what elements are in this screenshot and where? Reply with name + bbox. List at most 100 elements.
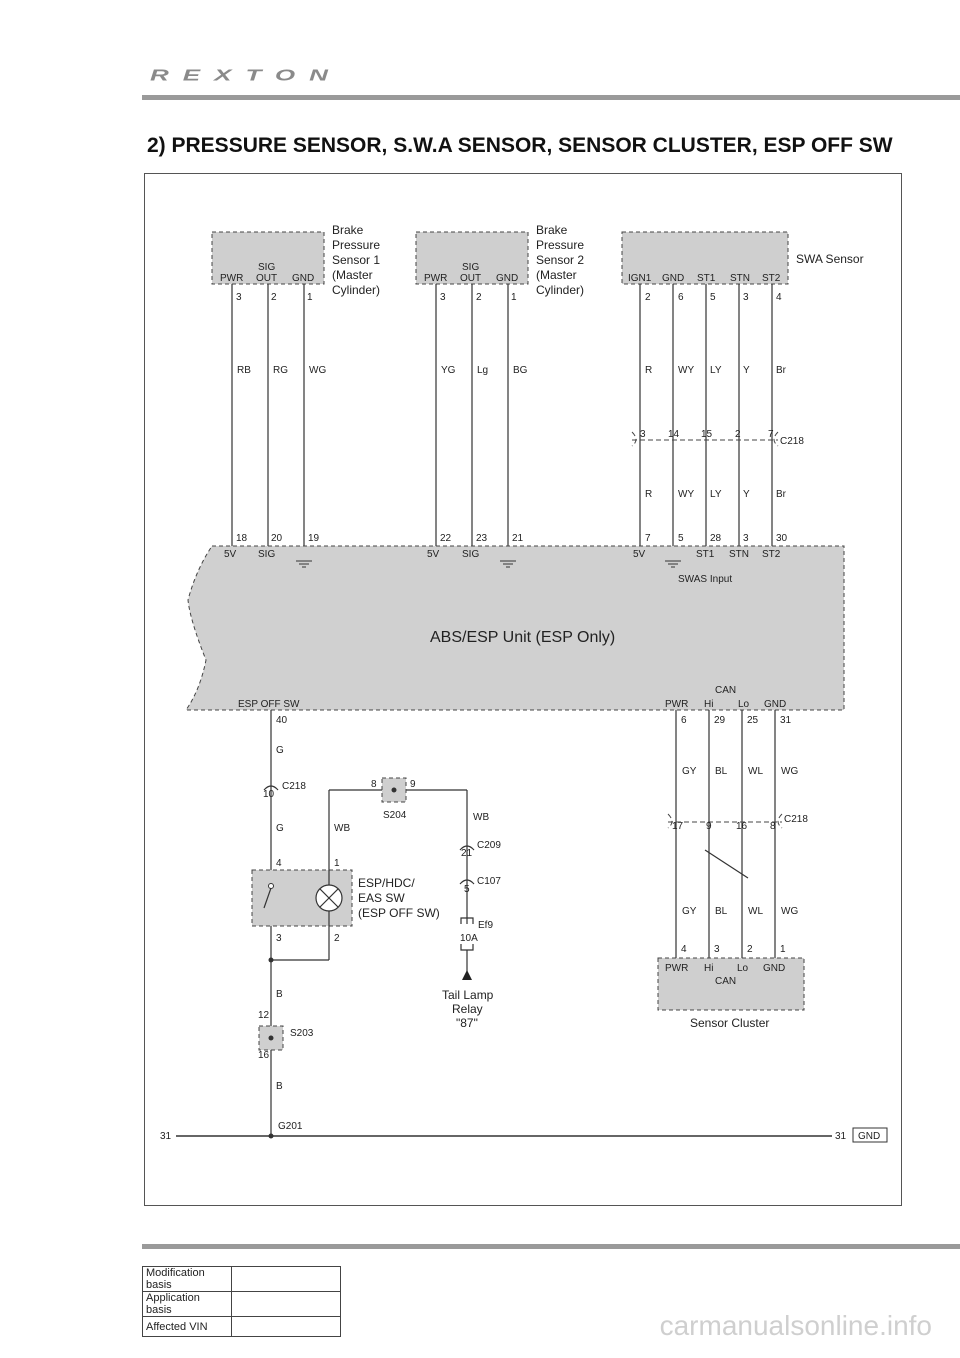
bps2-name-1: Brake [536, 223, 568, 237]
cluster-pin-gnd: GND [763, 963, 785, 974]
page-title: 2) PRESSURE SENSOR, S.W.A SENSOR, SENSOR… [147, 134, 893, 157]
unit-s1-sig: SIG [258, 549, 275, 560]
bps2-pinnum-3: 1 [511, 292, 517, 303]
bps2-pin-gnd: GND [496, 273, 518, 284]
unit-name: ABS/ESP Unit (ESP Only) [430, 629, 615, 646]
swa-pinnum-1: 2 [645, 292, 651, 303]
esp-unit-pin: 40 [276, 715, 288, 726]
unit-swas-input: SWAS Input [678, 574, 732, 585]
ground-symbol-2 [500, 560, 516, 568]
sensor-cluster-body [657, 957, 805, 1011]
row-value [231, 1291, 341, 1317]
c107-pin: 5 [464, 884, 470, 895]
brake-pressure-sensor-2: PWR SIG OUT GND 3 2 1 Brake Pressure Sen… [415, 223, 584, 546]
unit-st2: ST2 [762, 549, 781, 560]
swa-pin-gnd: GND [662, 273, 684, 284]
abs-esp-unit: 5V SIG 5V SIG 5V ST1 STN ST2 SWAS Input … [185, 545, 845, 711]
esp-sw-pin-2: 2 [334, 933, 340, 944]
diagram-frame [144, 173, 902, 1206]
unit-sw-5v: 5V [633, 549, 646, 560]
s204-pin-9: 9 [410, 779, 416, 790]
cluster-unitpin-1: 6 [681, 715, 687, 726]
swa-pin-stn: STN [730, 273, 750, 284]
cluster-pinnum-1: 4 [681, 944, 687, 955]
fuse-icon-top [460, 917, 474, 924]
swa-wire-top-2: WY [678, 365, 694, 376]
bps1-unitpin-2: 20 [271, 533, 283, 544]
cluster-wire-bot-1: GY [682, 906, 697, 917]
swa-conn-pin-2: 14 [668, 429, 680, 440]
cluster-wire-bot-3: WL [748, 906, 763, 917]
unit-can: CAN [715, 685, 736, 696]
bps2-unitpin-2: 23 [476, 533, 488, 544]
swa-body [621, 231, 789, 285]
bps1-name-5: Cylinder) [332, 283, 380, 297]
cluster-connector-bracket [667, 813, 783, 829]
cluster-conn-pin-1: 17 [672, 821, 684, 832]
s203-label: S203 [290, 1028, 314, 1039]
esp-wire-b1: B [276, 989, 283, 1000]
footer-rule [142, 1244, 960, 1249]
esp-off-switch-branch: 40 G 10 C218 G 4 1 3 2 ESP/HDC/ EAS SW (… [251, 710, 501, 1139]
esp-sw-pin-4: 4 [276, 858, 282, 869]
bps1-name-2: Pressure [332, 238, 380, 252]
relay-line-3: "87" [456, 1016, 478, 1030]
cluster-pinnum-3: 2 [747, 944, 753, 955]
swa-unitpin-5: 30 [776, 533, 788, 544]
bps2-pin-sig: SIG [462, 262, 479, 273]
swa-wire-top-4: Y [743, 365, 750, 376]
bps1-pin-out: OUT [256, 273, 277, 284]
cluster-wire-top-1: GY [682, 766, 697, 777]
esp-wire-1: G [276, 745, 284, 756]
cluster-conn-pin-2: 9 [706, 821, 712, 832]
header-rule [142, 95, 960, 100]
gnd-tag: GND [858, 1131, 880, 1142]
esp-wire-wb2: WB [473, 812, 489, 823]
swa-pin-st1: ST1 [697, 273, 716, 284]
swa-pinnum-3: 5 [710, 292, 716, 303]
row-label: Application basis [142, 1291, 232, 1317]
cluster-wire-bot-2: BL [715, 906, 728, 917]
ground-bus-right-num: 31 [835, 1131, 847, 1142]
unit-st1: ST1 [696, 549, 715, 560]
swa-pin-ign1: IGN1 [628, 273, 652, 284]
unit-esp-off-sw: ESP OFF SW [238, 699, 300, 710]
bps1-wire-1: RB [237, 365, 251, 376]
bps2-name-5: Cylinder) [536, 283, 584, 297]
cluster-pinnum-4: 1 [780, 944, 786, 955]
cluster-wire-bot-4: WG [781, 906, 798, 917]
modification-table: Modification basis Application basis Aff… [142, 1266, 341, 1337]
swa-wire-bot-4: Y [743, 489, 750, 500]
ground-symbol-3 [665, 560, 681, 568]
esp-sw-name-3: (ESP OFF SW) [358, 906, 440, 920]
brand-logo: REXTON [150, 66, 342, 84]
ground-bus-left-num: 31 [160, 1131, 172, 1142]
bps2-wire-2: Lg [477, 365, 488, 376]
swa-wire-bot-5: Br [776, 489, 787, 500]
swa-wire-bot-2: WY [678, 489, 694, 500]
swa-unitpin-2: 5 [678, 533, 684, 544]
bps1-pin-sig: SIG [258, 262, 275, 273]
relay-arrow-icon [462, 970, 472, 980]
cluster-conn-pin-3: 16 [736, 821, 748, 832]
esp-wire-2: G [276, 823, 284, 834]
unit-gnd: GND [764, 699, 786, 710]
swa-conn-label: C218 [780, 436, 804, 447]
esp-c218-connector [263, 785, 279, 791]
bps2-body [415, 231, 529, 285]
bps1-pin-gnd: GND [292, 273, 314, 284]
table-row: Application basis [142, 1291, 341, 1317]
c209-label: C209 [477, 840, 501, 851]
swa-pinnum-5: 4 [776, 292, 782, 303]
bps1-name-1: Brake [332, 223, 364, 237]
bps1-name-3: Sensor 1 [332, 253, 380, 267]
bps1-body [211, 231, 325, 285]
swa-name: SWA Sensor [796, 252, 864, 266]
cluster-unitpin-3: 25 [747, 715, 759, 726]
ground-bus: 31 31 GND [160, 1127, 888, 1143]
c107-connector [459, 879, 475, 885]
unit-s2-sig: SIG [462, 549, 479, 560]
fuse-icon-bottom [460, 944, 474, 951]
swa-conn-pin-1: 3 [640, 429, 646, 440]
